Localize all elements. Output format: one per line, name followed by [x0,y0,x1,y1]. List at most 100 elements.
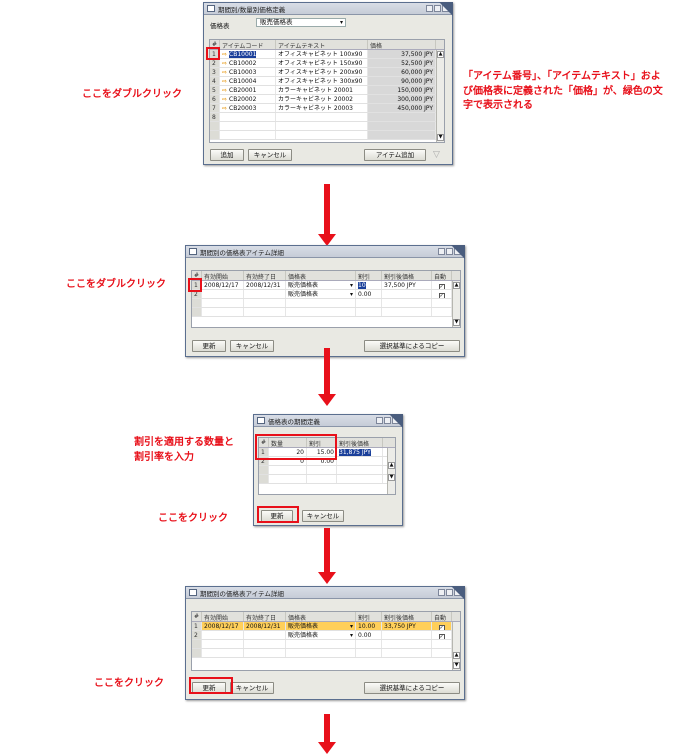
valid-from[interactable]: 2008/12/17 [202,281,244,289]
auto-checkbox[interactable]: ✓ [438,634,445,639]
vertical-scrollbar[interactable]: ▲ ▼ [436,50,444,142]
scroll-down-icon[interactable]: ▼ [388,474,395,481]
item-code-cell[interactable]: ⇨CB10003 [220,68,276,76]
table-row-empty[interactable] [192,299,460,308]
table-row[interactable]: 5 ⇨CB20001 カラーキャビネット 20001 150,000 JPY [210,86,444,95]
maximize-icon[interactable] [384,417,391,424]
row-number[interactable]: 2 [210,59,220,67]
auto-checkbox[interactable]: ✓ [438,284,445,289]
minimize-icon[interactable] [438,248,445,255]
minimize-icon[interactable] [376,417,383,424]
valid-from[interactable] [202,290,244,298]
item-code-cell[interactable]: ⇨CB10001 [220,50,276,58]
item-add-button[interactable]: アイテム追加 [364,149,426,161]
table-row[interactable]: 2 販売価格表▾ 0.00 ✓ [192,631,460,640]
auto-checkbox[interactable]: ✓ [438,293,445,298]
table-row[interactable]: 3 ⇨CB10003 オフィスキャビネット 200x90 60,000 JPY [210,68,444,77]
titlebar[interactable]: 期間別/数量別価格定義 [204,3,452,15]
close-icon[interactable] [454,589,461,596]
item-code-cell[interactable]: ⇨CB10002 [220,59,276,67]
row-number[interactable]: 2 [259,457,269,465]
titlebar[interactable]: 期間別の価格表アイテム詳細 [186,587,464,599]
table-row[interactable]: 6 ⇨CB20002 カラーキャビネット 20002 300,000 JPY [210,95,444,104]
link-arrow-icon[interactable]: ⇨ [222,60,228,67]
table-row-empty[interactable] [192,640,460,649]
discount-input[interactable]: 0.00 [307,457,337,465]
table-row-empty[interactable] [192,308,460,317]
price-list-cell[interactable]: 販売価格表▾ [286,281,356,289]
scroll-up-icon[interactable]: ▲ [437,51,444,58]
maximize-icon[interactable] [446,248,453,255]
valid-to[interactable] [244,631,286,639]
copy-by-criteria-button[interactable]: 選択基準によるコピー [364,340,460,352]
item-code-cell[interactable]: ⇨CB10004 [220,77,276,85]
link-arrow-icon[interactable]: ⇨ [222,51,228,58]
auto-checkbox[interactable]: ✓ [438,625,445,630]
item-code-cell[interactable]: ⇨CB20003 [220,104,276,112]
row-number[interactable]: 1 [192,622,202,630]
table-row[interactable]: 2 販売価格表▾ 0.00 ✓ [192,290,460,299]
table-row-empty[interactable] [192,649,460,658]
table-row[interactable]: 2 0 0.00 [259,457,395,466]
vertical-scrollbar[interactable]: ▲ ▼ [452,622,460,670]
filter-icon[interactable]: ▽ [433,150,440,160]
table-row-empty[interactable] [210,122,444,131]
link-arrow-icon[interactable]: ⇨ [222,69,228,76]
add-button[interactable]: 追加 [210,149,244,161]
link-arrow-icon[interactable]: ⇨ [222,78,228,85]
scroll-down-icon[interactable]: ▼ [437,134,444,141]
vertical-scrollbar[interactable]: ▲ ▼ [452,281,460,327]
chevron-down-icon[interactable]: ▾ [349,282,353,289]
row-number[interactable]: 5 [210,86,220,94]
discount[interactable]: 0.00 [356,631,382,639]
chevron-down-icon[interactable]: ▾ [349,291,353,298]
item-code-cell[interactable] [220,113,276,121]
table-row[interactable]: 2 ⇨CB10002 オフィスキャビネット 150x90 52,500 JPY [210,59,444,68]
scroll-up-icon[interactable]: ▲ [388,462,395,469]
minimize-icon[interactable] [438,589,445,596]
table-row[interactable]: 1 ⇨CB10001 オフィスキャビネット 100x90 37,500 JPY [210,50,444,59]
titlebar[interactable]: 期間別の価格表アイテム詳細 [186,246,464,258]
close-icon[interactable] [442,5,449,12]
pricelist-select[interactable]: 販売価格表 ▾ [256,18,346,27]
row-number[interactable]: 2 [192,631,202,639]
table-row[interactable]: 7 ⇨CB20003 カラーキャビネット 20003 450,000 JPY [210,104,444,113]
table-row[interactable]: 1 2008/12/17 2008/12/31 販売価格表▾ 10 37,500… [192,281,460,290]
price-list-cell[interactable]: 販売価格表▾ [286,622,356,630]
cancel-button[interactable]: キャンセル [230,682,274,694]
minimize-icon[interactable] [426,5,433,12]
valid-from[interactable] [202,631,244,639]
scroll-up-icon[interactable]: ▲ [453,652,460,659]
table-row-empty[interactable] [259,475,395,484]
table-row[interactable]: 8 [210,113,444,122]
table-row-empty[interactable] [210,131,444,140]
item-code-cell[interactable]: ⇨CB20001 [220,86,276,94]
row-number[interactable]: 4 [210,77,220,85]
close-icon[interactable] [392,417,399,424]
valid-from[interactable]: 2008/12/17 [202,622,244,630]
scroll-up-icon[interactable]: ▲ [453,282,460,289]
cancel-button[interactable]: キャンセル [248,149,292,161]
row-number[interactable]: 2 [192,290,202,298]
price-list-cell[interactable]: 販売価格表▾ [286,631,356,639]
valid-to[interactable]: 2008/12/31 [244,281,286,289]
quantity-input[interactable]: 20 [269,448,307,456]
scroll-down-icon[interactable]: ▼ [453,662,460,669]
quantity-input[interactable]: 0 [269,457,307,465]
close-icon[interactable] [454,248,461,255]
discount[interactable]: 10.00 [356,622,382,630]
item-code-cell[interactable]: ⇨CB20002 [220,95,276,103]
discount-cell[interactable]: 10 [356,281,382,289]
row-number[interactable]: 8 [210,113,220,121]
maximize-icon[interactable] [446,589,453,596]
valid-to[interactable]: 2008/12/31 [244,622,286,630]
row-number[interactable]: 1 [259,448,269,456]
copy-by-criteria-button[interactable]: 選択基準によるコピー [364,682,460,694]
chevron-down-icon[interactable]: ▾ [349,632,353,639]
vertical-scrollbar[interactable]: ▲ ▼ [387,448,395,494]
cancel-button[interactable]: キャンセル [302,510,344,522]
valid-to[interactable] [244,290,286,298]
titlebar[interactable]: 価格表の期間定義 [254,415,402,427]
discount[interactable]: 0.00 [356,290,382,298]
table-row-selected[interactable]: 1 2008/12/17 2008/12/31 販売価格表▾ 10.00 33,… [192,622,460,631]
